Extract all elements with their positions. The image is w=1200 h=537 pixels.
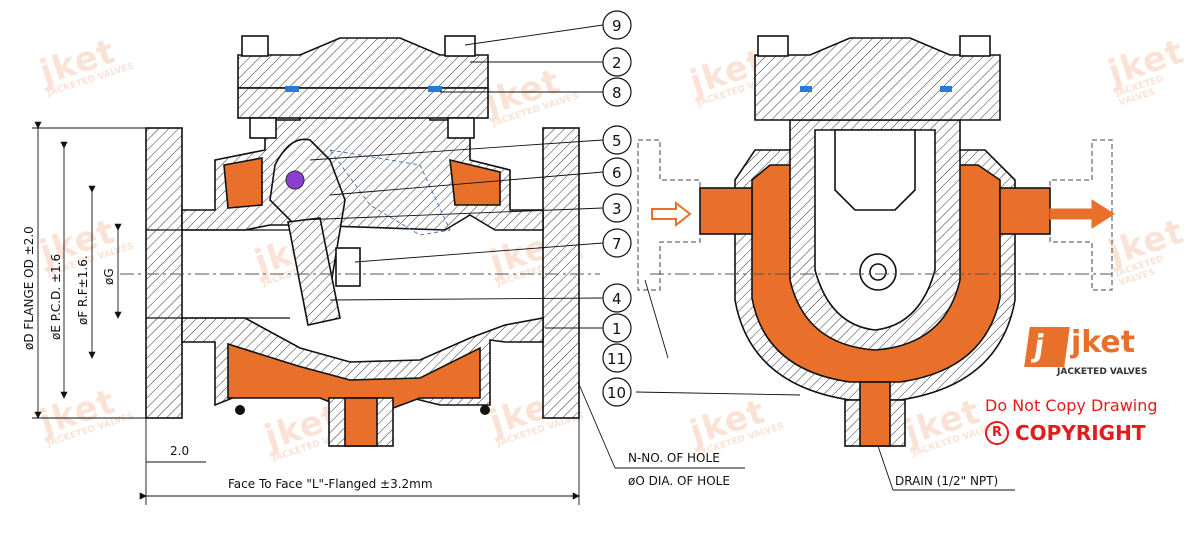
callout-8 (602, 77, 632, 107)
section-view (145, 35, 580, 447)
callout-5 (602, 125, 632, 155)
callout-5-label: 5 (612, 132, 622, 150)
callout-9 (602, 10, 632, 40)
side-stud-r (959, 35, 991, 57)
logo-sub: JACKETED VALVES (1057, 367, 1148, 377)
phantom-flange (637, 139, 701, 291)
outlet-flange (542, 127, 580, 419)
dim-holes-dia: øO DIA. OF HOLE (628, 474, 730, 488)
dim-g: øG (102, 268, 116, 285)
logo-text: jket (1071, 325, 1136, 360)
callout-6 (602, 157, 632, 187)
callout-2-label: 2 (612, 54, 622, 72)
notice-line: Do Not Copy Drawing (985, 396, 1158, 415)
callout-leaders (299, 24, 801, 396)
copyright-text: COPYRIGHT (1015, 421, 1146, 445)
drain-bore (344, 397, 378, 447)
gasket-right (428, 86, 442, 92)
dim-pcd: øE P.C.D. ±1.6 (49, 254, 63, 340)
dim-face-to-face: Face To Face "L"-Flanged ±3.2mm (228, 477, 433, 491)
side-hinge (834, 129, 916, 211)
copyright-line: R COPYRIGHT (985, 421, 1195, 445)
stud-left-lower (249, 117, 277, 139)
side-stud-l (757, 35, 789, 57)
callout-4-label: 4 (612, 290, 622, 308)
inlet-flange (145, 127, 183, 419)
hinge-pin (285, 170, 305, 190)
stud-left (241, 35, 269, 57)
callout-10 (602, 377, 632, 407)
callout-11-label: 11 (607, 350, 626, 368)
phantom-flange-right (1049, 139, 1113, 291)
dimension-lines (32, 121, 580, 505)
callout-10-label: 10 (607, 384, 626, 402)
callout-3-label: 3 (612, 200, 622, 218)
bonnet-flange (237, 87, 489, 119)
callouts: 9 2 8 5 6 3 7 4 1 11 10 (602, 10, 632, 407)
jket-logo: j jket JACKETED VALVES (1024, 325, 1177, 387)
logo-mark: j (1024, 327, 1070, 367)
side-gasket-l (800, 86, 812, 92)
callout-1 (602, 313, 632, 343)
disc-open-phantom (328, 149, 451, 236)
registered-icon: R (985, 421, 1009, 445)
callout-7 (602, 228, 632, 258)
callout-3 (602, 193, 632, 223)
callout-9-label: 9 (612, 17, 622, 35)
side-inlet (699, 187, 753, 235)
callout-4 (602, 283, 632, 313)
gasket-left (285, 86, 299, 92)
dim-drain: DRAIN (1/2" NPT) (895, 474, 998, 488)
stud-right-lower (447, 117, 475, 139)
side-gasket-r (940, 86, 952, 92)
callout-1-label: 1 (612, 320, 622, 338)
jacket-lower (227, 342, 481, 411)
dim-rf: øF R.F±1.6. (76, 255, 90, 325)
side-outlet (999, 187, 1051, 235)
callout-6-label: 6 (612, 164, 622, 182)
side-view (637, 35, 1113, 447)
flow-in-arrow (651, 200, 692, 228)
callout-7-label: 7 (612, 235, 622, 253)
jacket-upper-left (223, 157, 263, 209)
flow-out-arrow (1049, 199, 1115, 229)
dim-thickness: 2.0 (170, 444, 189, 458)
callout-2 (602, 47, 632, 77)
dim-holes-no: N-NO. OF HOLE (628, 451, 720, 465)
side-bonnet (754, 37, 1001, 121)
disc-nut (335, 247, 361, 287)
stud-right (444, 35, 476, 57)
copyright-notice: Do Not Copy Drawing R COPYRIGHT (985, 396, 1195, 445)
dim-flange-od: øD FLANGE OD ±2.0 (22, 226, 36, 350)
callout-8-label: 8 (612, 84, 622, 102)
callout-11 (602, 343, 632, 373)
